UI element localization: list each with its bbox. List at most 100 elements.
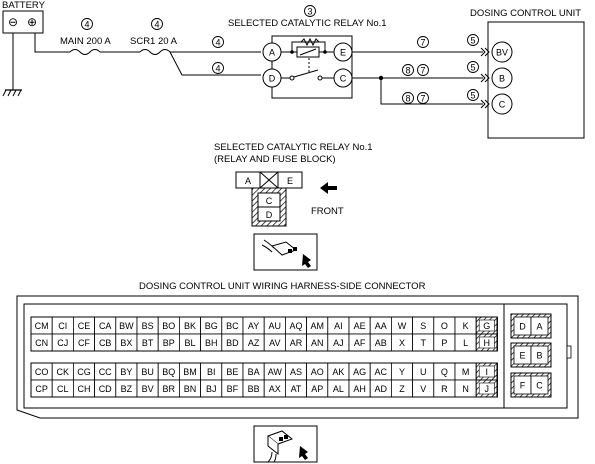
- svg-text:4: 4: [215, 64, 220, 74]
- svg-text:D: D: [266, 210, 273, 220]
- relay-terminal-e: E: [333, 42, 353, 62]
- relay-connector-title-2: (RELAY AND FUSE BLOCK): [214, 154, 336, 165]
- svg-text:F: F: [520, 381, 526, 391]
- dcu-pin-label: CG: [77, 367, 91, 377]
- dcu-pin-label: G: [483, 321, 490, 331]
- dcu-pin-label: AH: [353, 384, 366, 394]
- dcu-pin-label: AO: [311, 367, 324, 377]
- dcu-pin-label: AX: [269, 384, 281, 394]
- battery-plus: ⊕: [27, 15, 37, 29]
- circled-ref: 4: [151, 18, 163, 30]
- dcu-pin-label: BA: [248, 367, 260, 377]
- dcu-pin-label: AZ: [248, 338, 260, 348]
- dcu-pin-label: BQ: [162, 367, 175, 377]
- battery-label: BATTERY: [2, 0, 46, 11]
- dcu-pin-label: CC: [99, 367, 112, 377]
- svg-text:7: 7: [420, 66, 425, 76]
- svg-text:5: 5: [470, 36, 475, 46]
- dcu-pin-label: I: [486, 367, 489, 377]
- dcu-pin-label: U: [420, 367, 427, 377]
- dcu-pin-label: CO: [35, 367, 49, 377]
- dcu-pin-label: J: [485, 384, 490, 394]
- dcu-pin-label: BP: [163, 338, 175, 348]
- svg-text:B: B: [499, 74, 505, 84]
- dcu-pin-label: CN: [35, 338, 48, 348]
- dcu-pin-label: AR: [290, 338, 303, 348]
- dcu-pin-label: O: [441, 321, 448, 331]
- svg-text:8: 8: [405, 66, 410, 76]
- svg-text:8: 8: [405, 94, 410, 104]
- dcu-pin-label: S: [420, 321, 426, 331]
- svg-text:C: C: [536, 381, 543, 391]
- dcu-pin-label: BD: [226, 338, 239, 348]
- dcu-terminal-c: C: [480, 93, 513, 115]
- circled-ref: 3: [304, 5, 316, 17]
- dcu-pin-label: BG: [205, 321, 218, 331]
- connector-plug-icon: [253, 233, 318, 271]
- dcu-pin-label: AG: [353, 367, 366, 377]
- svg-text:C: C: [499, 100, 506, 110]
- svg-text:E: E: [519, 351, 525, 361]
- relay-connector-face: A E C D: [235, 171, 303, 227]
- battery-symbol: [2, 10, 44, 34]
- dcu-upper-pin-block: [30, 316, 498, 352]
- dcu-pin-label: V: [420, 384, 426, 394]
- dcu-pin-label: CP: [35, 384, 48, 394]
- connector-plug-icon: [253, 425, 318, 463]
- svg-text:4: 4: [154, 20, 159, 30]
- dcu-pin-label: CF: [78, 338, 90, 348]
- dcu-pin-label: AT: [291, 384, 302, 394]
- dcu-pin-label: AS: [290, 367, 302, 377]
- svg-text:4: 4: [215, 38, 220, 48]
- dcu-pin-label: BR: [163, 384, 176, 394]
- relay-terminal-a: A: [262, 42, 282, 62]
- svg-text:3: 3: [307, 7, 312, 17]
- dcu-pin-label: CK: [57, 367, 70, 377]
- front-arrow-icon: [320, 182, 337, 194]
- dcu-pin-label: BO: [162, 321, 175, 331]
- dcu-pin-label: BJ: [206, 384, 217, 394]
- dcu-side-block-1: D A: [510, 313, 552, 339]
- dcu-lower-pin-block: [30, 362, 498, 398]
- dcu-pin-label: CI: [58, 321, 67, 331]
- dcu-pin-inner: [478, 365, 495, 378]
- circled-ref: 7: [417, 64, 429, 76]
- svg-text:C: C: [340, 74, 347, 84]
- dcu-pin-label: CJ: [57, 338, 68, 348]
- dcu-pin-label: AB: [375, 338, 387, 348]
- front-label: FRONT: [311, 206, 344, 217]
- dcu-pin-inner: [478, 336, 495, 349]
- dcu-pin-label: CB: [99, 338, 112, 348]
- svg-text:A: A: [269, 48, 275, 58]
- circled-ref: 4: [212, 36, 224, 48]
- svg-text:A: A: [245, 176, 251, 186]
- fuse-scr1-symbol: [139, 49, 171, 55]
- dcu-pin-label: AN: [311, 338, 324, 348]
- dcu-pin-label: T: [420, 338, 426, 348]
- dcu-side-block-2: E B: [510, 342, 552, 368]
- circled-ref: 5: [467, 61, 479, 73]
- dcu-pin-label: AM: [310, 321, 324, 331]
- svg-text:5: 5: [470, 63, 475, 73]
- svg-text:E: E: [340, 48, 346, 58]
- dcu-pin-label: AK: [332, 367, 344, 377]
- circled-ref: 4: [81, 18, 93, 30]
- dcu-pin-label: CH: [78, 384, 91, 394]
- dcu-pin-label: BZ: [121, 384, 133, 394]
- dcu-pin-label: AV: [269, 338, 280, 348]
- dcu-pin-label: BS: [142, 321, 154, 331]
- dcu-pin-label: BW: [119, 321, 134, 331]
- svg-text:7: 7: [420, 38, 425, 48]
- dcu-pin-label: K: [463, 321, 469, 331]
- svg-text:7: 7: [420, 94, 425, 104]
- dcu-pin-label: R: [441, 384, 448, 394]
- dcu-connector-housing: [16, 295, 579, 419]
- svg-text:D: D: [519, 322, 526, 332]
- dcu-pin-label: BI: [207, 367, 216, 377]
- circled-ref: 7: [417, 92, 429, 104]
- battery-positive-wire: [34, 33, 70, 53]
- dcu-pin-label: BH: [205, 338, 218, 348]
